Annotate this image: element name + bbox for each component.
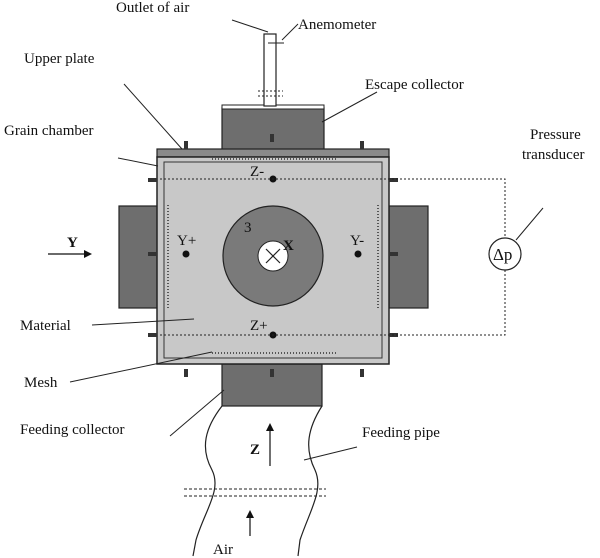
arrow-air bbox=[246, 510, 254, 536]
label-upper-plate: Upper plate bbox=[24, 51, 95, 67]
point-y-plus bbox=[182, 250, 190, 258]
label-material: Material bbox=[20, 318, 71, 334]
left-side-collector bbox=[118, 205, 159, 309]
label-z-minus: Z- bbox=[250, 164, 264, 180]
pressure-line-top bbox=[160, 178, 506, 238]
pressure-transducer-gauge bbox=[488, 237, 522, 271]
grain-chamber-inner bbox=[163, 161, 383, 359]
label-pressure: Pressure bbox=[530, 127, 581, 143]
label-axis-y: Y bbox=[67, 235, 78, 251]
label-y-minus: Y- bbox=[350, 233, 364, 249]
label-num-3: 3 bbox=[244, 220, 252, 236]
label-axis-x: X bbox=[283, 238, 294, 254]
outlet-pipe bbox=[263, 33, 277, 107]
bolts bbox=[148, 134, 398, 377]
right-side-collector bbox=[388, 205, 429, 309]
label-escape-collector: Escape collector bbox=[365, 77, 464, 93]
label-mesh: Mesh bbox=[24, 375, 58, 391]
label-y-plus: Y+ bbox=[177, 233, 196, 249]
label-feeding-collector: Feeding collector bbox=[20, 422, 125, 438]
feeding-pipe-right bbox=[297, 405, 323, 557]
label-transducer: transducer bbox=[522, 147, 584, 163]
arrow-y bbox=[48, 250, 92, 258]
label-outlet-of-air: Outlet of air bbox=[116, 0, 189, 16]
label-feeding-pipe: Feeding pipe bbox=[362, 425, 440, 441]
pressure-line-bottom bbox=[160, 270, 506, 336]
upper-plate bbox=[156, 148, 390, 158]
arrow-z bbox=[266, 423, 274, 466]
label-z-plus: Z+ bbox=[250, 318, 268, 334]
label-anemometer: Anemometer bbox=[298, 17, 376, 33]
label-air: Air bbox=[213, 542, 233, 558]
feeding-pipe-left bbox=[192, 405, 223, 557]
label-axis-z: Z bbox=[250, 442, 260, 458]
label-delta-p: Δp bbox=[493, 245, 512, 264]
point-y-minus bbox=[354, 250, 362, 258]
x-cross-2 bbox=[265, 248, 281, 264]
leader-lines bbox=[69, 19, 544, 461]
grain-chamber bbox=[156, 156, 390, 365]
label-grain-chamber: Grain chamber bbox=[4, 123, 94, 139]
escape-collector-box bbox=[221, 107, 325, 151]
